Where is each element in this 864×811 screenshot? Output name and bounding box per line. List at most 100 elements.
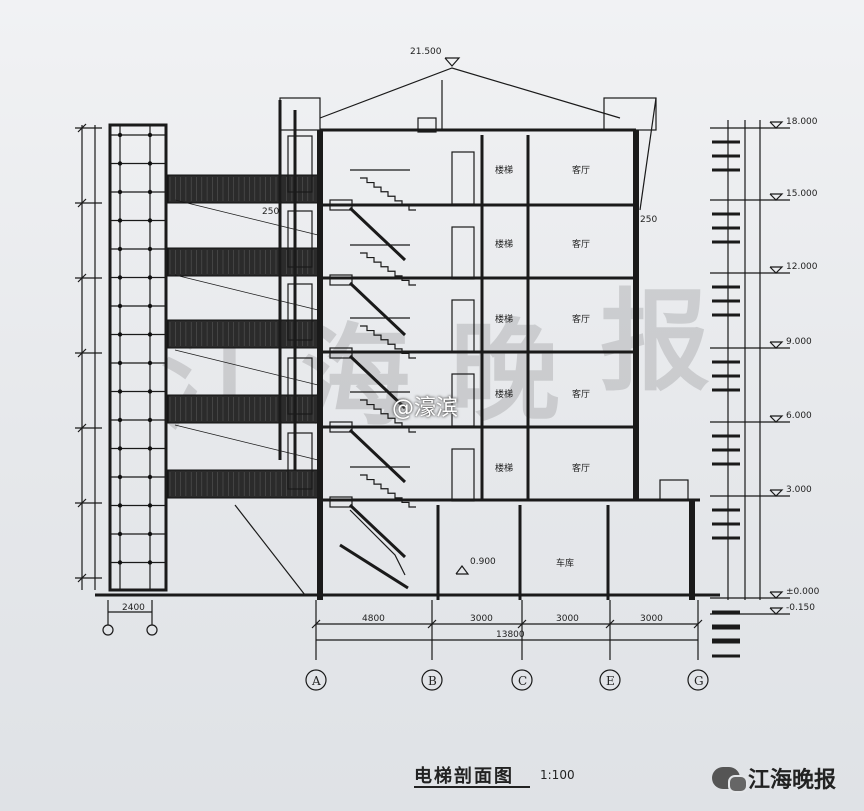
dim-total: 13800	[496, 630, 525, 640]
side-note: 250	[640, 215, 657, 225]
room-label-stair: 楼梯	[495, 462, 513, 474]
shaft-node	[117, 303, 123, 309]
left-level-slash	[77, 273, 87, 283]
door	[451, 448, 475, 502]
shaft-node	[117, 503, 123, 508]
door	[451, 373, 475, 427]
left-level-slash	[77, 123, 87, 133]
room-label-garage: 车库	[556, 557, 574, 569]
ridge-elevation: 21.500	[410, 47, 442, 57]
elevation-label: 18.000	[786, 117, 818, 127]
window	[287, 135, 313, 193]
axis-label: C	[518, 674, 527, 688]
level-symbol	[769, 341, 784, 349]
axis-label: E	[606, 674, 615, 688]
elevator-shaft-left: 2400	[102, 123, 168, 636]
shaft-node	[117, 474, 123, 480]
left-level-slash	[77, 423, 87, 433]
stair-slab	[348, 281, 407, 337]
axis-marker-3	[146, 624, 158, 636]
shaft-node	[117, 417, 123, 423]
landing	[329, 199, 353, 211]
room-label-living: 客厅	[572, 164, 590, 176]
level-symbol	[769, 266, 784, 274]
window	[287, 432, 313, 490]
dim-slash	[693, 619, 703, 629]
dim-2: 3000	[470, 614, 493, 624]
level-symbol	[769, 193, 784, 201]
shaft-node	[147, 275, 153, 280]
shaft-node	[117, 132, 123, 138]
shaft-node	[147, 474, 153, 480]
corridor-bridges	[167, 174, 319, 499]
weibo-handle: @濠滨	[392, 396, 459, 421]
bottom-dimensions: 4800 3000 3000 3000 13800	[311, 600, 703, 660]
level-symbol	[769, 489, 784, 497]
shaft-node	[147, 161, 153, 166]
room-label-living: 客厅	[572, 462, 590, 474]
stair-slab-ground	[339, 543, 409, 590]
stair-flight	[360, 177, 416, 211]
stair-slab	[348, 503, 407, 559]
room-label-stair: 楼梯	[495, 164, 513, 176]
level-symbol	[769, 415, 784, 423]
elevation-label: 9.000	[786, 337, 812, 347]
landing	[329, 274, 353, 286]
level-symbol	[769, 121, 784, 129]
elevation-label: 3.000	[786, 485, 812, 495]
corridor	[167, 394, 319, 424]
axis-bubble-c	[511, 669, 533, 691]
room-label-stair: 楼梯	[495, 238, 513, 250]
shaft-node	[147, 446, 153, 451]
shaft-node	[117, 560, 123, 565]
landing	[329, 347, 353, 359]
shaft-node	[147, 503, 153, 508]
room-label-living: 客厅	[572, 388, 590, 400]
window	[287, 210, 313, 268]
stair-flight-ground	[349, 509, 406, 576]
level-symbol	[769, 607, 784, 615]
corridor	[167, 174, 319, 204]
elevation-label: 6.000	[786, 411, 812, 421]
shaft-node	[147, 303, 153, 309]
shaft-node	[117, 332, 123, 337]
dim-slash	[311, 619, 321, 629]
shaft-node	[117, 218, 123, 223]
window	[287, 283, 313, 341]
room-label-stair: 楼梯	[495, 388, 513, 400]
left-level-slash	[77, 348, 87, 358]
dim-slash	[427, 619, 437, 629]
wechat-icon	[712, 767, 748, 793]
door	[451, 151, 475, 205]
shaft-node	[147, 332, 153, 337]
axis-bubble-a	[305, 669, 327, 691]
axis-bubble-e	[599, 669, 621, 691]
stair-note: 250	[262, 207, 279, 217]
window	[287, 357, 313, 415]
shaft-node	[147, 531, 153, 537]
left-level-slash	[77, 498, 87, 508]
shaft-node	[117, 161, 123, 166]
elevation-label: 12.000	[786, 262, 818, 272]
elevation-label: 15.000	[786, 189, 818, 199]
axis-label: G	[694, 674, 704, 688]
dim-slash	[517, 619, 527, 629]
corridor	[167, 247, 319, 277]
dim-slash	[605, 619, 615, 629]
shaft-node	[147, 218, 153, 223]
entry-elevation: 0.900	[470, 557, 496, 567]
door	[451, 226, 475, 280]
main-building-section	[278, 67, 700, 600]
shaft-node	[147, 189, 153, 195]
axis-bubble-g	[687, 669, 709, 691]
stair-slab	[348, 428, 407, 484]
watermark-char-4: 报	[600, 277, 710, 406]
dim-4: 3000	[640, 614, 663, 624]
caption-underline	[414, 786, 530, 788]
shaft-node	[147, 417, 153, 423]
shaft-node	[147, 360, 153, 366]
axis-marker-1	[102, 624, 114, 636]
left-level-slash	[77, 573, 87, 583]
